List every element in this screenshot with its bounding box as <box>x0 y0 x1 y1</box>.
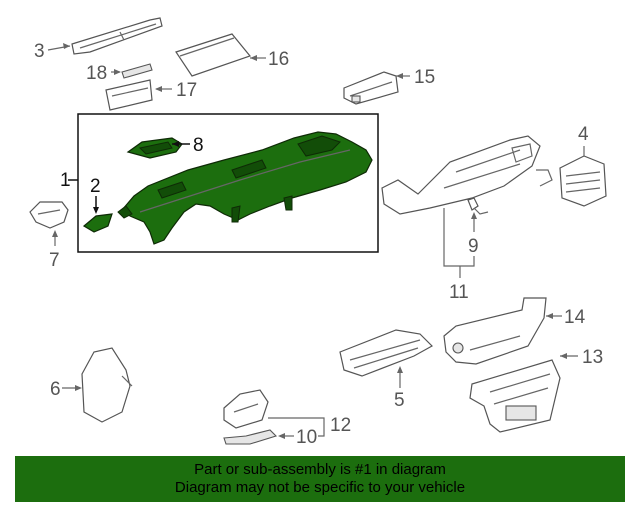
callout-10: 10 <box>296 427 317 448</box>
arrow-7 <box>52 230 58 237</box>
leader-11 <box>443 208 475 267</box>
part-18-strip[interactable] <box>121 63 153 79</box>
part-7-side-cover[interactable] <box>29 201 69 229</box>
callout-5: 5 <box>394 390 405 411</box>
arrow-13 <box>560 353 567 359</box>
callout-1: 1 <box>60 170 71 191</box>
callout-4: 4 <box>578 124 589 145</box>
footer-banner: Part or sub-assembly is #1 in diagram Di… <box>15 456 625 502</box>
callout-15: 15 <box>414 67 435 88</box>
footer-line-1: Part or sub-assembly is #1 in diagram <box>194 461 446 478</box>
part-8-vent[interactable] <box>126 137 183 159</box>
part-3-trim-strip[interactable] <box>71 17 163 55</box>
arrow-2 <box>93 207 99 214</box>
part-17-storage-bin[interactable] <box>105 79 153 111</box>
arrow-17 <box>155 86 162 92</box>
part-10-strip[interactable] <box>223 429 278 445</box>
callout-16: 16 <box>268 49 289 70</box>
part-13-center-stack[interactable] <box>469 359 561 433</box>
part-5-center-vent[interactable] <box>339 329 433 377</box>
part-15-switch-module[interactable] <box>343 71 399 105</box>
callout-3: 3 <box>34 41 45 62</box>
callout-6: 6 <box>50 379 61 400</box>
callout-13: 13 <box>582 347 603 368</box>
part-12-lower-bin[interactable] <box>223 389 269 429</box>
part-6-end-panel[interactable] <box>81 347 133 423</box>
arrow-6 <box>75 385 82 391</box>
part-2-end-cap[interactable] <box>82 213 113 233</box>
callout-18: 18 <box>86 63 107 84</box>
part-9-clip[interactable] <box>467 197 489 215</box>
arrow-16 <box>250 55 257 61</box>
callout-9: 9 <box>468 236 479 257</box>
footer-line-2: Diagram may not be specific to your vehi… <box>174 479 466 496</box>
arrow-5 <box>397 366 403 373</box>
parts-diagram: 3 18 16 17 15 1 <box>29 17 607 448</box>
callout-2: 2 <box>90 176 101 197</box>
arrow-8 <box>172 141 179 147</box>
leader-12 <box>268 417 325 437</box>
arrow-3 <box>63 43 70 49</box>
part-14-bezel[interactable] <box>443 297 547 365</box>
arrow-18 <box>114 69 121 75</box>
arrow-14 <box>546 313 553 319</box>
callout-7: 7 <box>49 250 60 271</box>
callout-8: 8 <box>193 135 204 156</box>
part-4-side-vent[interactable] <box>559 155 607 207</box>
arrow-9 <box>471 212 477 219</box>
callout-17: 17 <box>176 80 197 101</box>
callout-11: 11 <box>449 282 469 303</box>
part-1-instrument-panel[interactable] <box>117 131 373 245</box>
callout-12: 12 <box>330 415 351 436</box>
part-1-highlight-box <box>77 113 379 253</box>
callout-14: 14 <box>564 307 586 328</box>
arrow-15 <box>396 73 403 79</box>
arrow-10 <box>278 433 285 439</box>
part-11-trim-panel[interactable] <box>381 135 553 215</box>
part-16-lid-panel[interactable] <box>175 33 252 77</box>
